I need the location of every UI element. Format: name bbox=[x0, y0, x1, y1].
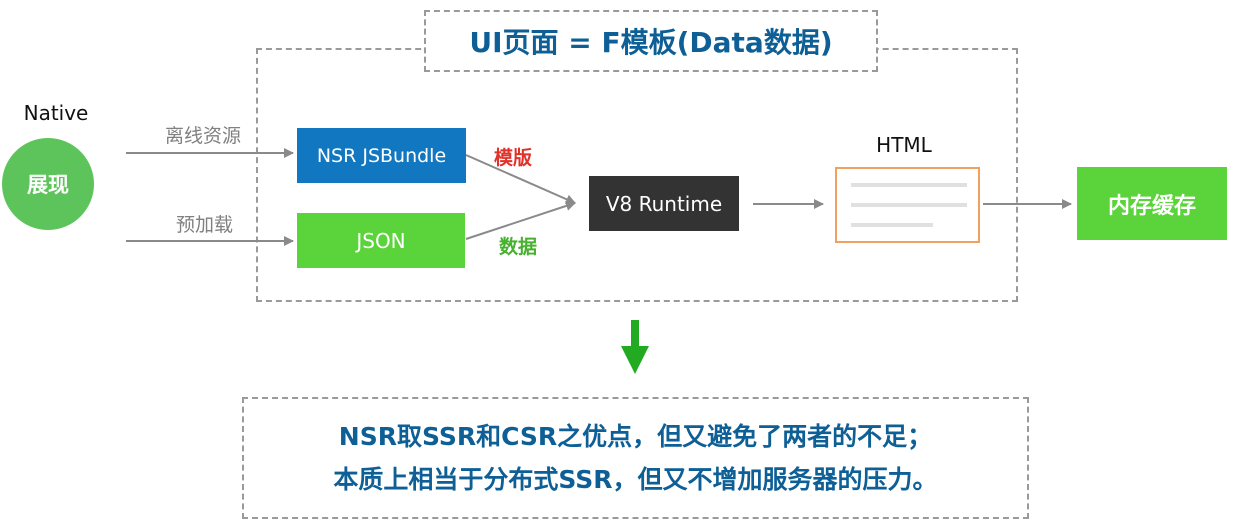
v8-runtime-node: V8 Runtime bbox=[589, 176, 739, 231]
nsr-jsbundle-node: NSR JSBundle bbox=[297, 128, 466, 183]
arrow-nsr-to-v8 bbox=[465, 154, 576, 204]
conclusion-box: NSR取SSR和CSR之优点，但又避免了两者的不足； 本质上相当于分布式SSR，… bbox=[242, 397, 1029, 519]
json-node: JSON bbox=[297, 213, 465, 268]
arrow-json-to-v8 bbox=[465, 201, 576, 240]
conclusion-line-1: NSR取SSR和CSR之优点，但又避免了两者的不足； bbox=[338, 422, 933, 451]
template-label: 模版 bbox=[494, 147, 533, 169]
doc-line bbox=[851, 183, 967, 187]
html-label: HTML bbox=[876, 133, 932, 157]
memory-cache-node: 内存缓存 bbox=[1077, 167, 1227, 240]
native-label: Native bbox=[23, 101, 89, 125]
doc-line bbox=[851, 223, 933, 227]
html-document-icon bbox=[835, 167, 980, 243]
diagram-title: UI页面 = F模板(Data数据) bbox=[424, 10, 878, 72]
conclusion-line-2: 本质上相当于分布式SSR，但又不增加服务器的压力。 bbox=[333, 465, 938, 494]
doc-line bbox=[851, 203, 967, 207]
display-circle: 展现 bbox=[2, 138, 94, 230]
data-label: 数据 bbox=[499, 236, 538, 258]
down-arrow-icon bbox=[621, 320, 649, 374]
offline-resource-label: 离线资源 bbox=[165, 125, 242, 147]
preload-label: 预加载 bbox=[176, 214, 234, 236]
